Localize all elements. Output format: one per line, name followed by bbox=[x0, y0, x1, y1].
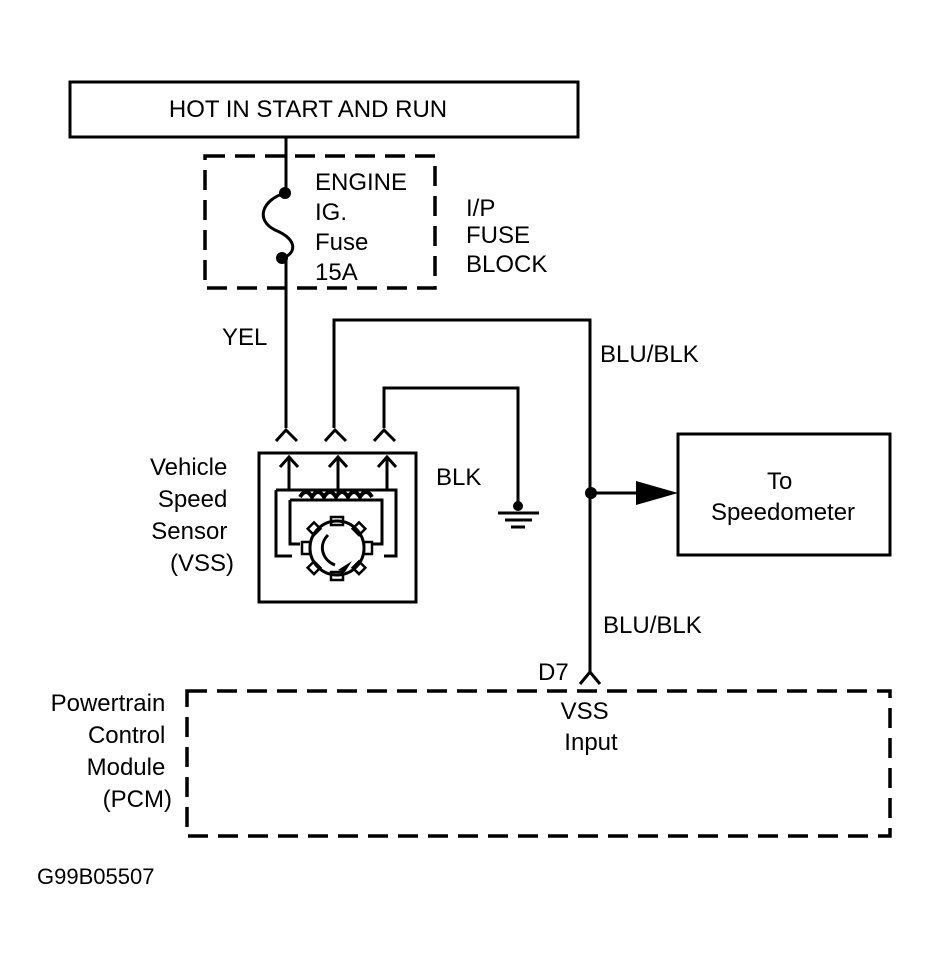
vss-internal-leads bbox=[278, 454, 398, 495]
connector-pin-1-icon bbox=[274, 427, 299, 443]
wire-blk bbox=[382, 386, 520, 506]
figure-id: G99B05507 bbox=[37, 864, 154, 889]
fuse-line-4: 15A bbox=[315, 259, 358, 286]
fuse-element bbox=[261, 191, 295, 260]
fuse-text: ENGINE IG. Fuse 15A bbox=[315, 169, 414, 286]
fuse-block: ENGINE IG. Fuse 15A I/P FUSE BLOCK bbox=[203, 137, 547, 290]
speedometer-frame bbox=[676, 432, 892, 557]
coil-icon bbox=[274, 488, 398, 558]
pcm-module: VSS Input Powertrain Control Module (PCM… bbox=[51, 689, 892, 838]
power-source-label: HOT IN START AND RUN bbox=[169, 96, 447, 123]
pcm-input-label: VSS Input bbox=[561, 698, 618, 756]
speedometer-box: To Speedometer bbox=[676, 432, 892, 557]
reluctor-wheel-icon bbox=[300, 515, 374, 582]
pcm-label: Powertrain Control Module (PCM) bbox=[51, 690, 172, 813]
fuse-block-label: I/P FUSE BLOCK bbox=[466, 195, 547, 278]
wire-label-yel: YEL bbox=[222, 324, 267, 351]
vss-label: Vehicle Speed Sensor (VSS) bbox=[150, 454, 234, 577]
vss-frame bbox=[257, 451, 418, 604]
fuse-line-3: Fuse bbox=[315, 229, 368, 256]
pcm-pin-label: D7 bbox=[538, 659, 569, 686]
connector-pin-2-icon bbox=[323, 427, 348, 443]
wire-label-blk: BLK bbox=[436, 464, 481, 491]
speedometer-label: To Speedometer bbox=[711, 468, 855, 526]
arrow-to-speedometer-icon bbox=[636, 481, 678, 505]
wire-label-blu-blk-upper: BLU/BLK bbox=[600, 341, 699, 368]
pcm-connector-d7-icon bbox=[578, 669, 602, 685]
fuse-icon bbox=[261, 187, 295, 264]
fuse-line-2: IG. bbox=[315, 199, 347, 226]
vehicle-speed-sensor: Vehicle Speed Sensor (VSS) bbox=[150, 451, 418, 604]
power-source-box: HOT IN START AND RUN bbox=[68, 80, 580, 139]
power-source-frame bbox=[68, 80, 580, 139]
pcm-frame bbox=[185, 689, 892, 838]
fuse-line-1: ENGINE bbox=[315, 169, 407, 196]
connector-pin-3-icon bbox=[372, 427, 397, 443]
vss-connector bbox=[274, 427, 397, 443]
ground-icon bbox=[498, 501, 539, 529]
wire-label-blu-blk-lower: BLU/BLK bbox=[603, 612, 702, 639]
